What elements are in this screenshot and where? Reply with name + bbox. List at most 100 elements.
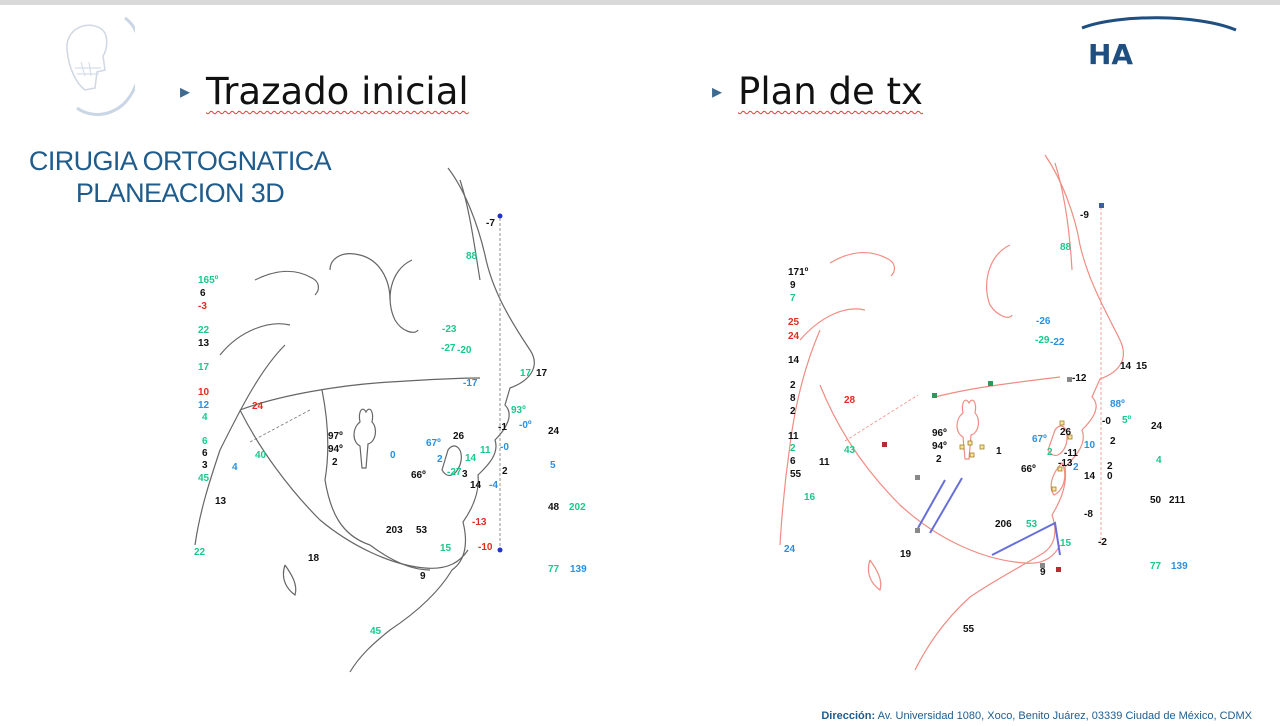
initial-measurement-label: -23 [442,324,457,335]
plan-measurement-label: 67º [1032,434,1047,445]
plan-measurement-label: 55 [790,469,802,480]
plan-measurement-label: 43 [844,445,856,456]
initial-measurement-label: 3 [462,469,468,480]
subtitle-line-2: PLANEACION 3D [75,178,285,208]
top-divider [0,0,1280,5]
plan-measurement-label: 28 [844,395,856,406]
initial-measurement-label: 13 [215,496,227,507]
initial-measurement-label: 24 [548,426,560,437]
plan-measurement-label: 53 [1026,519,1038,530]
initial-measurement-label: 10 [198,387,210,398]
initial-measurement-label: 26 [453,431,465,442]
plan-measurement-label: 2 [1107,461,1113,472]
initial-measurement-label: -10 [478,542,493,553]
initial-measurement-label: -27 [447,467,462,478]
plan-measurement-label: -8 [1084,509,1093,520]
plan-measurement-label: 2 [790,443,796,454]
initial-measurement-label: 48 [548,502,560,513]
plan-measurement-label: 25 [788,317,800,328]
skull-logo-icon [66,16,135,116]
plan-measurement-label: -29 [1035,335,1050,346]
plan-measurement-label: 11 [788,431,799,442]
initial-measurement-label: 77 [548,564,560,575]
subtitle-line-1: CIRUGIA ORTOGNATICA [28,146,332,176]
plan-measurement-label: 2 [790,406,796,417]
address-label: Dirección: [821,710,876,722]
plan-measurement-label: 2 [790,380,796,391]
plan-measurement-label: -12 [1072,373,1087,384]
initial-measurement-label: 17 [536,368,548,379]
plan-measurement-label: 11 [819,457,830,468]
address-footer: Dirección: Av. Universidad 1080, Xoco, B… [821,710,1252,722]
plan-measurement-label: 9 [1040,567,1046,578]
plan-measurement-label: 50 [1150,495,1162,506]
initial-measurement-label: -0º [519,420,532,431]
plan-measurement-label: -11 [1064,448,1078,459]
plan-measurement-label: 24 [1151,421,1163,432]
plan-measurement-label: 8 [790,393,796,404]
initial-measurement-label: 0 [390,450,396,461]
initial-measurement-label: 94º [328,444,343,455]
plan-measurement-label: 15 [1136,361,1148,372]
initial-measurement-label: 24 [252,401,264,412]
initial-measurement-label: 14 [465,453,477,464]
plan-measurement-label: 26 [1060,427,1072,438]
initial-measurement-label: 88 [466,251,478,262]
plan-measurement-label: 24 [784,544,796,555]
plan-measurement-label: 9 [790,280,796,291]
initial-measurement-label: 6 [202,448,208,459]
initial-measurement-label: 13 [198,338,210,349]
plan-measurement-label: 88º [1110,399,1125,410]
initial-measurement-label: 4 [202,412,208,423]
slide-subtitle: CIRUGIA ORTOGNATICA PLANEACION 3D [10,145,350,209]
initial-measurement-label: 40 [255,450,267,461]
brand-logo-icon: HA [1081,16,1237,71]
initial-measurement-label: 45 [370,626,382,637]
initial-measurement-label: -1 [498,422,507,433]
right-panel-title: ▸ Plan de tx [712,70,923,113]
plan-measurement-label: -0 [1102,416,1111,427]
initial-measurement-label: 22 [194,547,206,558]
initial-measurement-label: 3 [202,460,208,471]
initial-measurement-label: 6 [200,288,206,299]
initial-measurement-label: 66º [411,470,426,481]
plan-measurement-label: 16 [804,492,816,503]
plan-measurement-label: 19 [900,549,912,560]
right-title-text: Plan de tx [738,70,923,113]
treatment-plan-drawing [779,154,1124,671]
initial-measurement-label: 14 [470,480,482,491]
plan-measurement-label: 5º [1122,415,1132,426]
initial-tracing-drawing [194,167,535,673]
initial-measurement-label: -4 [489,480,498,491]
plan-measurement-label: 14 [788,355,800,366]
plan-measurement-label: 15 [1060,538,1072,549]
plan-measurement-label: 96º [932,428,947,439]
plan-measurement-label: 14 [1084,471,1096,482]
plan-measurement-label: 206 [995,519,1012,530]
plan-measurement-label: 66º [1021,464,1036,475]
plan-measurement-label: -13 [1058,458,1073,469]
initial-measurement-label: 17 [198,362,210,373]
initial-measurement-label: -3 [198,301,207,312]
plan-measurement-label: 55 [963,624,975,635]
initial-measurement-label: 67º [426,438,441,449]
brand-mark-text: HA [1088,38,1133,71]
initial-measurement-label: -20 [457,345,472,356]
plan-measurement-label: 171º [788,267,809,278]
initial-measurement-label: -27 [441,343,456,354]
initial-measurement-label: -7 [486,218,495,229]
left-title-text: Trazado inicial [206,70,469,113]
initial-measurement-label: -17 [463,378,478,389]
plan-measurement-label: 6 [790,456,796,467]
plan-measurement-label: -22 [1050,337,1065,348]
plan-measurement-label: 139 [1171,561,1188,572]
plan-measurement-label: 0 [1107,471,1113,482]
initial-measurement-label: 18 [308,553,320,564]
initial-measurement-label: 9 [420,571,426,582]
address-text: Av. Universidad 1080, Xoco, Benito Juáre… [877,710,1252,722]
bullet-arrow-icon: ▸ [712,79,723,103]
initial-measurement-label: 4 [232,462,238,473]
initial-measurement-label: 53 [416,525,428,536]
